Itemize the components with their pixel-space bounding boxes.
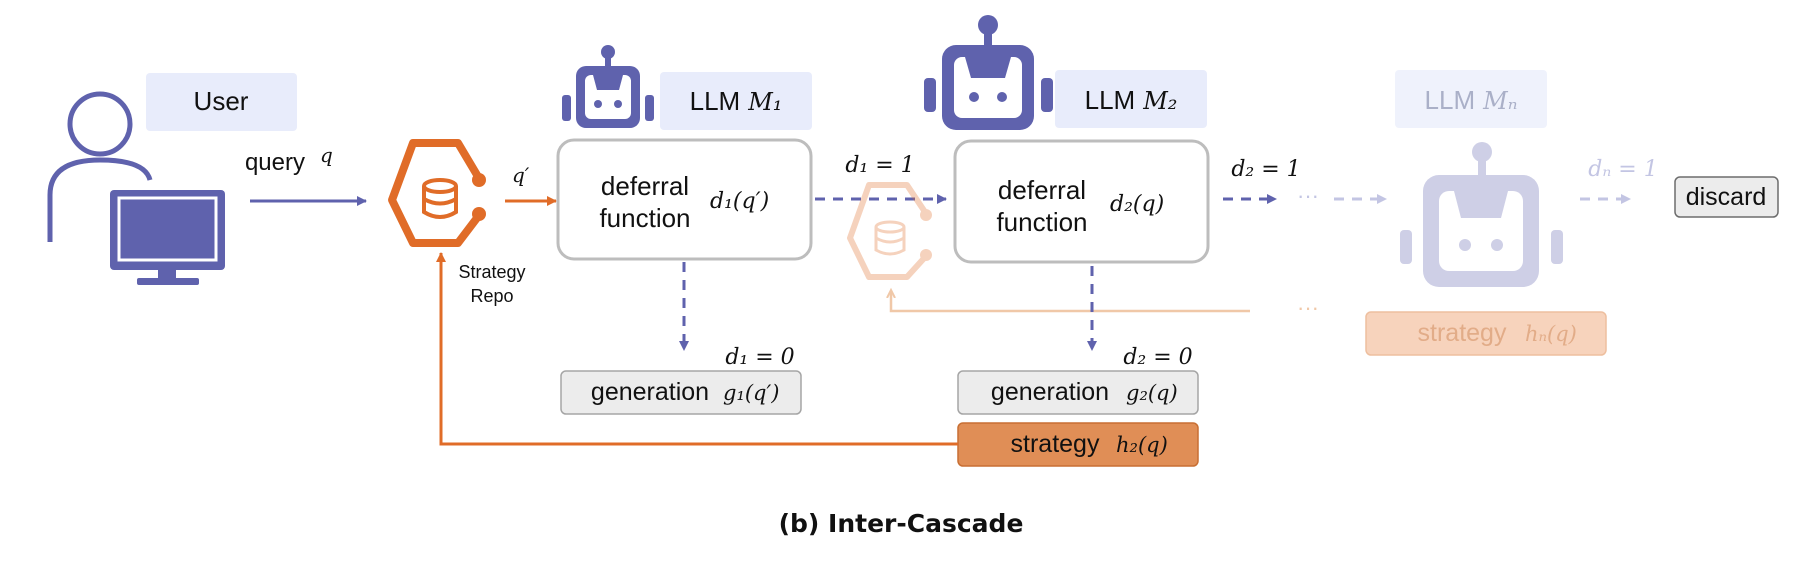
generation-1-expr: g₁(q′)	[723, 381, 779, 405]
ellipsis-top: ···	[1297, 183, 1319, 208]
discard-label: discard	[1686, 183, 1767, 211]
repo-label-line2: Repo	[470, 286, 513, 306]
repo-label-line1: Strategy	[458, 262, 525, 282]
robot-icon	[562, 45, 654, 128]
strategy-N-label: strategy	[1418, 319, 1507, 347]
figure-caption: (b) Inter-Cascade	[779, 509, 1024, 538]
strategy-2-label: strategy	[1011, 430, 1100, 458]
deferral-1-expr: d₁(q′)	[710, 189, 769, 214]
deferral-1-line2: function	[599, 203, 690, 233]
llm1-label-box	[660, 72, 812, 130]
strategy-N-expr: hₙ(q)	[1525, 322, 1577, 346]
deferral-2-expr: d₂(q)	[1110, 192, 1164, 217]
strategy-2-expr: h₂(q)	[1116, 433, 1168, 457]
discard-box	[1674, 176, 1779, 218]
generation-2-box	[957, 370, 1199, 415]
query-label: query	[245, 149, 305, 176]
generation-1-box	[560, 370, 802, 415]
ellipsis-bottom: ···	[1297, 295, 1319, 320]
d2-stop-label: d₂ = 0	[1123, 345, 1192, 370]
query-var: q	[320, 143, 333, 167]
strategy-feedback-arrow	[436, 252, 958, 446]
d1-stop-label: d₁ = 0	[725, 345, 794, 370]
deferral-2-line2: function	[996, 207, 1087, 237]
llm2-label-box	[1055, 70, 1207, 128]
generation-1-label: generation	[591, 378, 709, 406]
robot-icon	[1400, 142, 1563, 287]
deferral-2-line1: deferral	[998, 175, 1086, 205]
faded-feedback-arrow	[891, 292, 1250, 313]
strategy-repo-icon	[388, 139, 486, 247]
deferral-function-1-box	[556, 138, 813, 261]
user-at-computer-icon	[47, 91, 225, 285]
deferral-1-line1: deferral	[601, 171, 689, 201]
strategy-repo-icon	[847, 182, 932, 280]
strategy-N-box	[1365, 311, 1607, 356]
generation-2-label: generation	[991, 378, 1109, 406]
llmN-label-box	[1395, 70, 1547, 128]
deferral-function-2-box	[953, 139, 1210, 264]
q-prime-label: q′	[512, 163, 530, 187]
dN-defer-label: dₙ = 1	[1588, 157, 1657, 182]
user-label-box	[146, 73, 297, 131]
d2-defer-label: d₂ = 1	[1231, 157, 1300, 182]
d1-defer-label: d₁ = 1	[845, 153, 914, 178]
robot-icon	[924, 15, 1053, 130]
user-label: User	[194, 86, 249, 116]
generation-2-expr: g₂(q)	[1126, 381, 1178, 405]
